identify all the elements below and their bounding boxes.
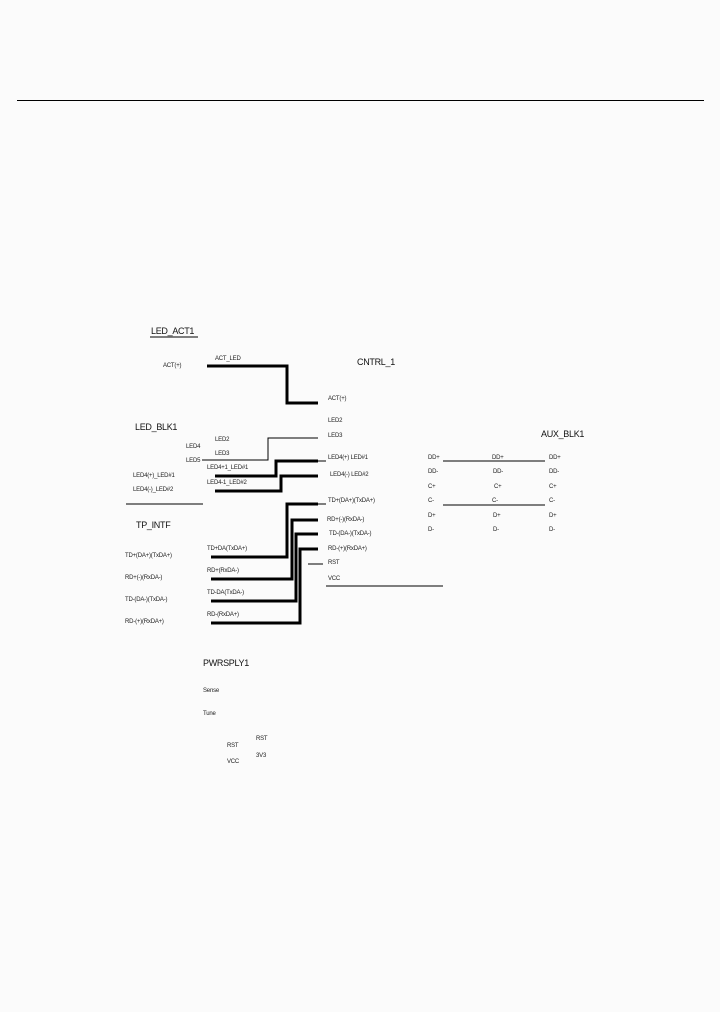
led-blk-net: LED2 xyxy=(215,437,230,443)
aux-mid-pin: C- xyxy=(492,498,498,504)
led-blk-pin: LED4 xyxy=(186,444,201,450)
aux-mid-pin: DD- xyxy=(493,469,504,475)
cntrl-pin: LED3 xyxy=(328,433,343,439)
aux-mid-pin: DD+ xyxy=(492,455,504,461)
tp-intf-net: RD-(RxDA+) xyxy=(207,612,239,618)
cntrl-pin: RST xyxy=(328,560,340,566)
led-act-net: ACT_LED xyxy=(215,356,241,362)
pwr-sply-pin: Tune xyxy=(203,711,216,717)
cntrl-title: CNTRL_1 xyxy=(357,357,395,367)
cntrl-pin: LED4(-) LED#2 xyxy=(330,472,369,478)
led-blk-pin: LED4(+)_LED#1 xyxy=(133,473,175,479)
led-blk-title: LED_BLK1 xyxy=(135,422,178,432)
led-blk-net: LED4-1_LED#2 xyxy=(207,480,247,486)
cntrl-pin: LED4(+) LED#1 xyxy=(328,455,368,461)
aux-right-pin: DD+ xyxy=(549,455,561,461)
pwr-sply-sub-right: RST xyxy=(256,736,268,742)
aux-mid-pin: D- xyxy=(493,527,499,533)
led-act-pin: ACT(+) xyxy=(163,363,182,369)
cntrl-pin: TD+(DA+)(TxDA+) xyxy=(328,498,375,504)
aux-right-pin: D+ xyxy=(549,513,557,519)
cntrl-pin: ACT(+) xyxy=(328,396,347,402)
tp-intf-pin: RD-(+)(RxDA+) xyxy=(125,619,164,625)
led-blk-pin: LED5 xyxy=(186,458,201,464)
tp-intf-title: TP_INTF xyxy=(136,520,171,530)
tp-intf-pin: TD+(DA+)(TxDA+) xyxy=(125,553,172,559)
aux-right-pin: C- xyxy=(549,498,555,504)
aux-left-pin: C- xyxy=(428,498,434,504)
aux-left-pin: D- xyxy=(428,527,434,533)
cntrl-pin: LED2 xyxy=(328,418,343,424)
pwr-sply-title: PWRSPLY1 xyxy=(203,658,249,668)
aux-left-pin: C+ xyxy=(428,484,436,490)
aux-left-pin: DD- xyxy=(428,469,439,475)
pwr-sply-sub-right: 3V3 xyxy=(256,753,267,759)
led-blk-net: LED3 xyxy=(215,451,230,457)
aux-blk-title: AUX_BLK1 xyxy=(541,429,585,439)
aux-right-pin: DD- xyxy=(549,469,560,475)
tp-intf-net: TD+DA(TxDA+) xyxy=(207,546,247,552)
tp-intf-net: TD-DA(TxDA-) xyxy=(207,590,244,596)
aux-left-pin: D+ xyxy=(428,513,436,519)
cntrl-pin: TD-(DA-)(TxDA-) xyxy=(329,531,372,537)
aux-mid-pin: D+ xyxy=(493,513,501,519)
header-rule xyxy=(17,100,704,101)
tp-intf-pin: RD+(-)(RxDA-) xyxy=(125,575,163,581)
cntrl-pin: VCC xyxy=(328,576,341,582)
tp-intf-pin: TD-(DA-)(TxDA-) xyxy=(125,597,168,603)
pwr-sply-pin: Sense xyxy=(203,688,220,694)
tp-intf-net: RD+(RxDA-) xyxy=(207,568,239,574)
led-act-title: LED_ACT1 xyxy=(151,326,195,336)
aux-right-pin: D- xyxy=(549,527,555,533)
aux-right-pin: C+ xyxy=(549,484,557,490)
led-blk-pin: LED4(-)_LED#2 xyxy=(133,487,174,493)
aux-left-pin: DD+ xyxy=(428,455,440,461)
led-blk-net: LED4+1_LED#1 xyxy=(207,465,249,471)
cntrl-pin: RD+(-)(RxDA-) xyxy=(327,517,365,523)
cntrl-pin: RD-(+)(RxDA+) xyxy=(328,546,367,552)
pwr-sply-sub: VCC xyxy=(227,759,240,765)
aux-mid-pin: C+ xyxy=(494,484,502,490)
pwr-sply-sub: RST xyxy=(227,743,239,749)
